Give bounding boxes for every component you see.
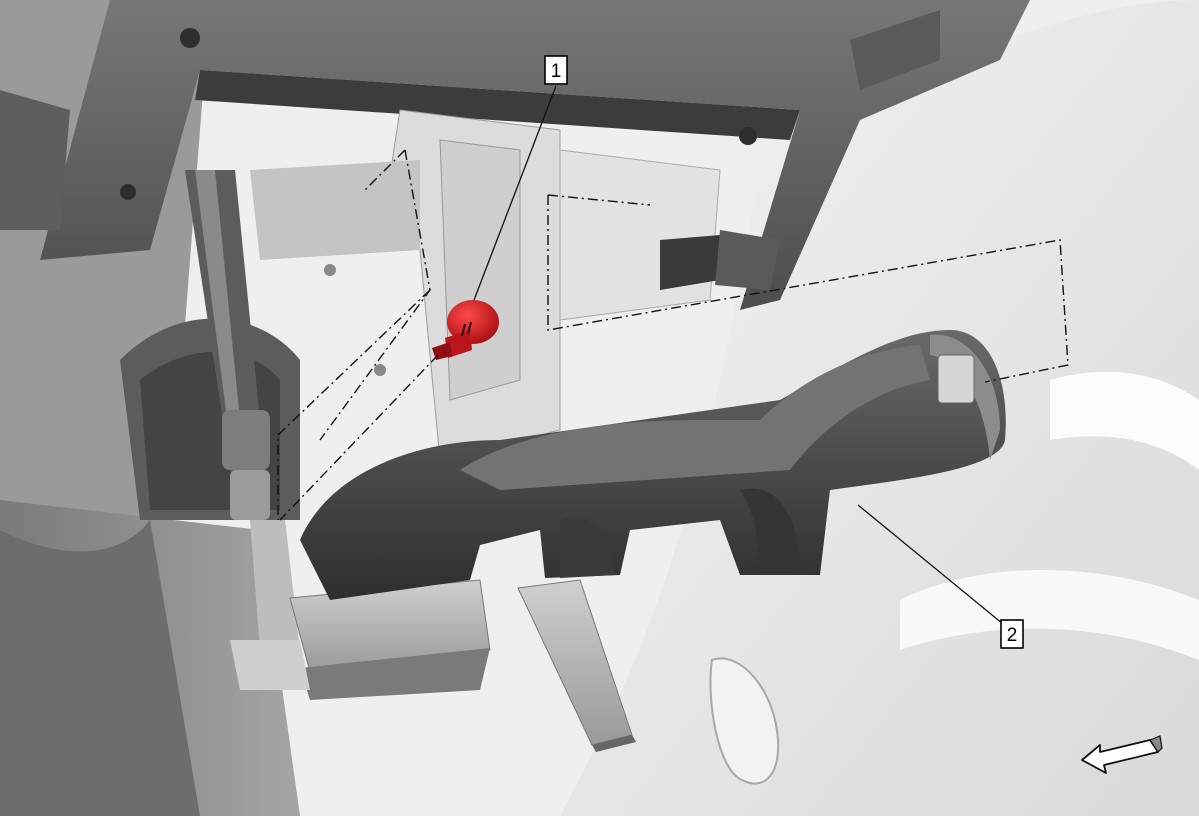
callout-1: 1 bbox=[544, 55, 568, 85]
accelerator-pedal bbox=[517, 579, 636, 752]
retainer-clip bbox=[432, 300, 499, 360]
bolt-icon bbox=[739, 127, 757, 145]
floor-air-duct bbox=[300, 330, 1006, 600]
brake-pedal bbox=[230, 579, 491, 700]
pedal-bracket bbox=[250, 109, 780, 461]
steering-shaft bbox=[185, 170, 300, 650]
callout-2-label: 2 bbox=[1007, 625, 1018, 646]
bolt-icon bbox=[180, 28, 200, 48]
callout-1-leader bbox=[473, 85, 557, 301]
callout-2: 2 bbox=[1000, 619, 1024, 649]
bolt-icon bbox=[120, 184, 136, 200]
floor-plug bbox=[709, 657, 780, 785]
location-dash-lines bbox=[277, 149, 1069, 521]
callout-2-leader bbox=[857, 504, 1004, 625]
forward-direction-arrow-icon bbox=[1081, 735, 1163, 774]
callout-1-label: 1 bbox=[551, 61, 562, 82]
cross-car-beam bbox=[0, 0, 1030, 310]
